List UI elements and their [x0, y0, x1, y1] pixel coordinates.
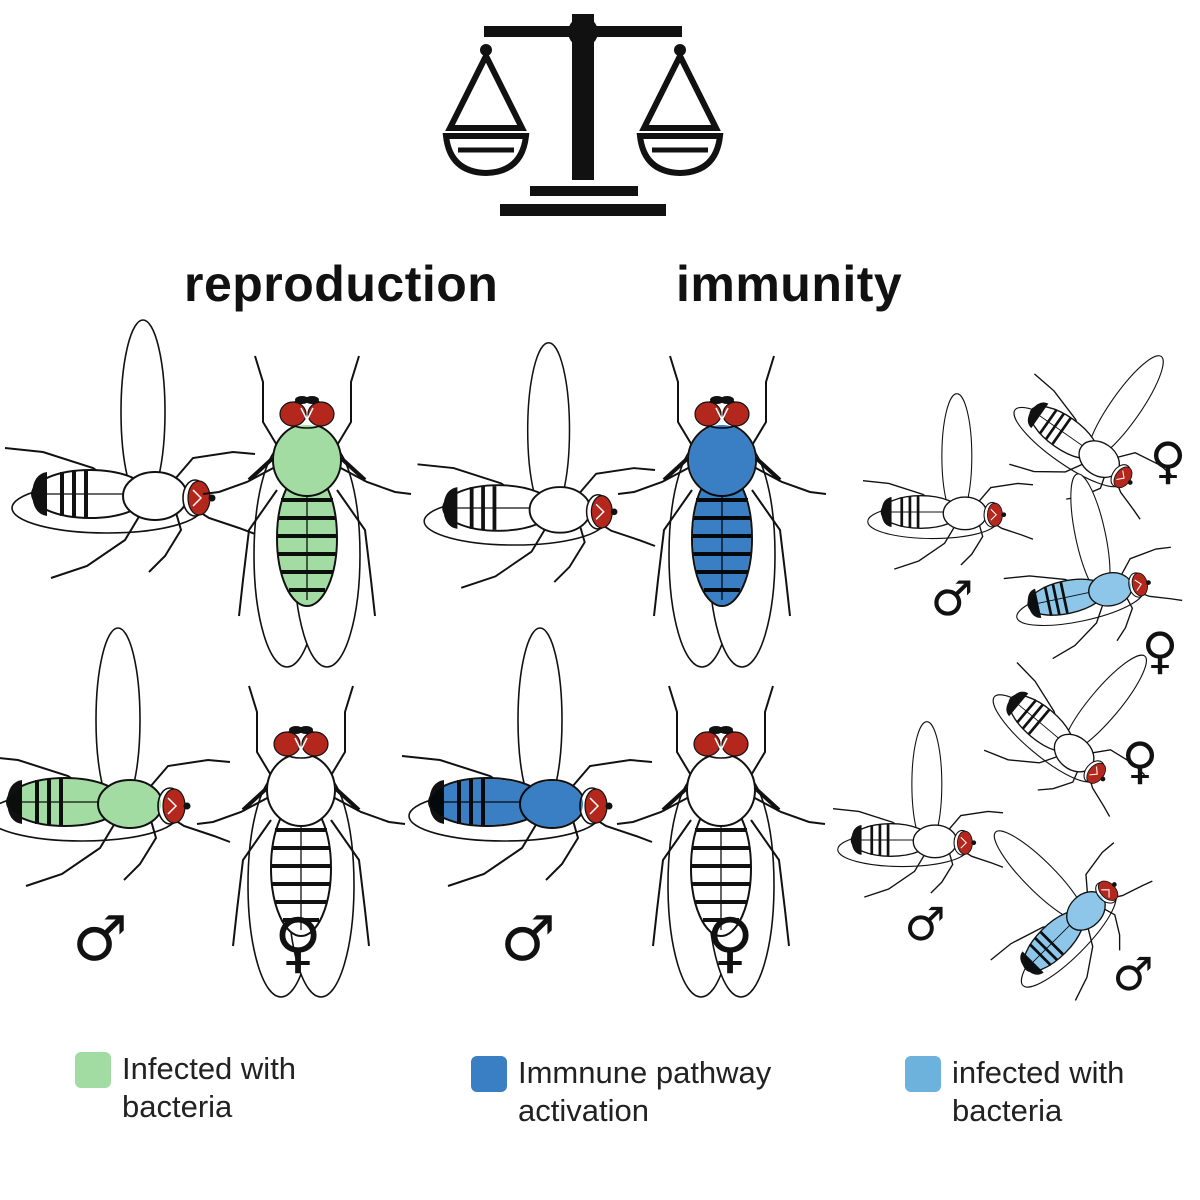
male-symbol-group1: ♂ [930, 571, 973, 627]
fly-pair1-male [5, 320, 255, 578]
fly-pair4-male [402, 628, 652, 886]
flies-layer [0, 300, 1200, 1025]
fly-group2-male-infected [927, 776, 1176, 1025]
male-symbol-group2: ♂ [904, 897, 945, 951]
fly-pair1-female [201, 354, 413, 669]
male-symbol-pair4: ♂ [500, 902, 556, 975]
fly-group1-female-infected [983, 456, 1191, 667]
fly-group1-male [861, 391, 1035, 571]
fly-fill-pair2-female [689, 425, 755, 605]
female-symbol-pair3: ♀ [274, 904, 322, 981]
legend-swatch-light-blue [905, 1056, 941, 1092]
fly-pair2-male [418, 343, 656, 588]
female-symbol-group2: ♀ [1122, 732, 1159, 790]
fly-fill-group1-female-infected [1028, 573, 1132, 615]
legend-label-dark-blue: Immnune pathway activation [518, 1055, 772, 1128]
female-symbol-group1b: ♀ [1142, 622, 1179, 680]
fly-pair3-male [0, 628, 230, 886]
female-symbol-group1a: ♀ [1150, 432, 1187, 490]
heading-immunity: immunity [676, 256, 903, 312]
legend-label-green: Infected with bacteria [122, 1051, 297, 1124]
legend-label-light-blue: infected with bacteria [952, 1055, 1125, 1128]
fly-group2-male [831, 719, 1005, 899]
male-symbol-group2b: ♂ [1112, 947, 1153, 1001]
legend-swatch-green [75, 1052, 111, 1088]
sex-symbols-layer: ♂ ♀ ♂ ♀ ♂ ♀ ♀ ♂ ♀ ♂ [72, 432, 1186, 1001]
fly-fill-pair4-male [430, 779, 583, 827]
female-symbol-pair4: ♀ [706, 904, 754, 981]
legend-swatch-dark-blue [471, 1056, 507, 1092]
fly-fill-pair1-female [274, 425, 340, 605]
balance-scale-icon [442, 14, 724, 216]
male-symbol-pair3: ♂ [72, 902, 128, 975]
fly-pair2-female [616, 354, 828, 669]
fly-fill-group2-male-infected [1024, 892, 1105, 971]
heading-reproduction: reproduction [184, 256, 499, 312]
fly-fill-pair3-male [8, 779, 161, 827]
